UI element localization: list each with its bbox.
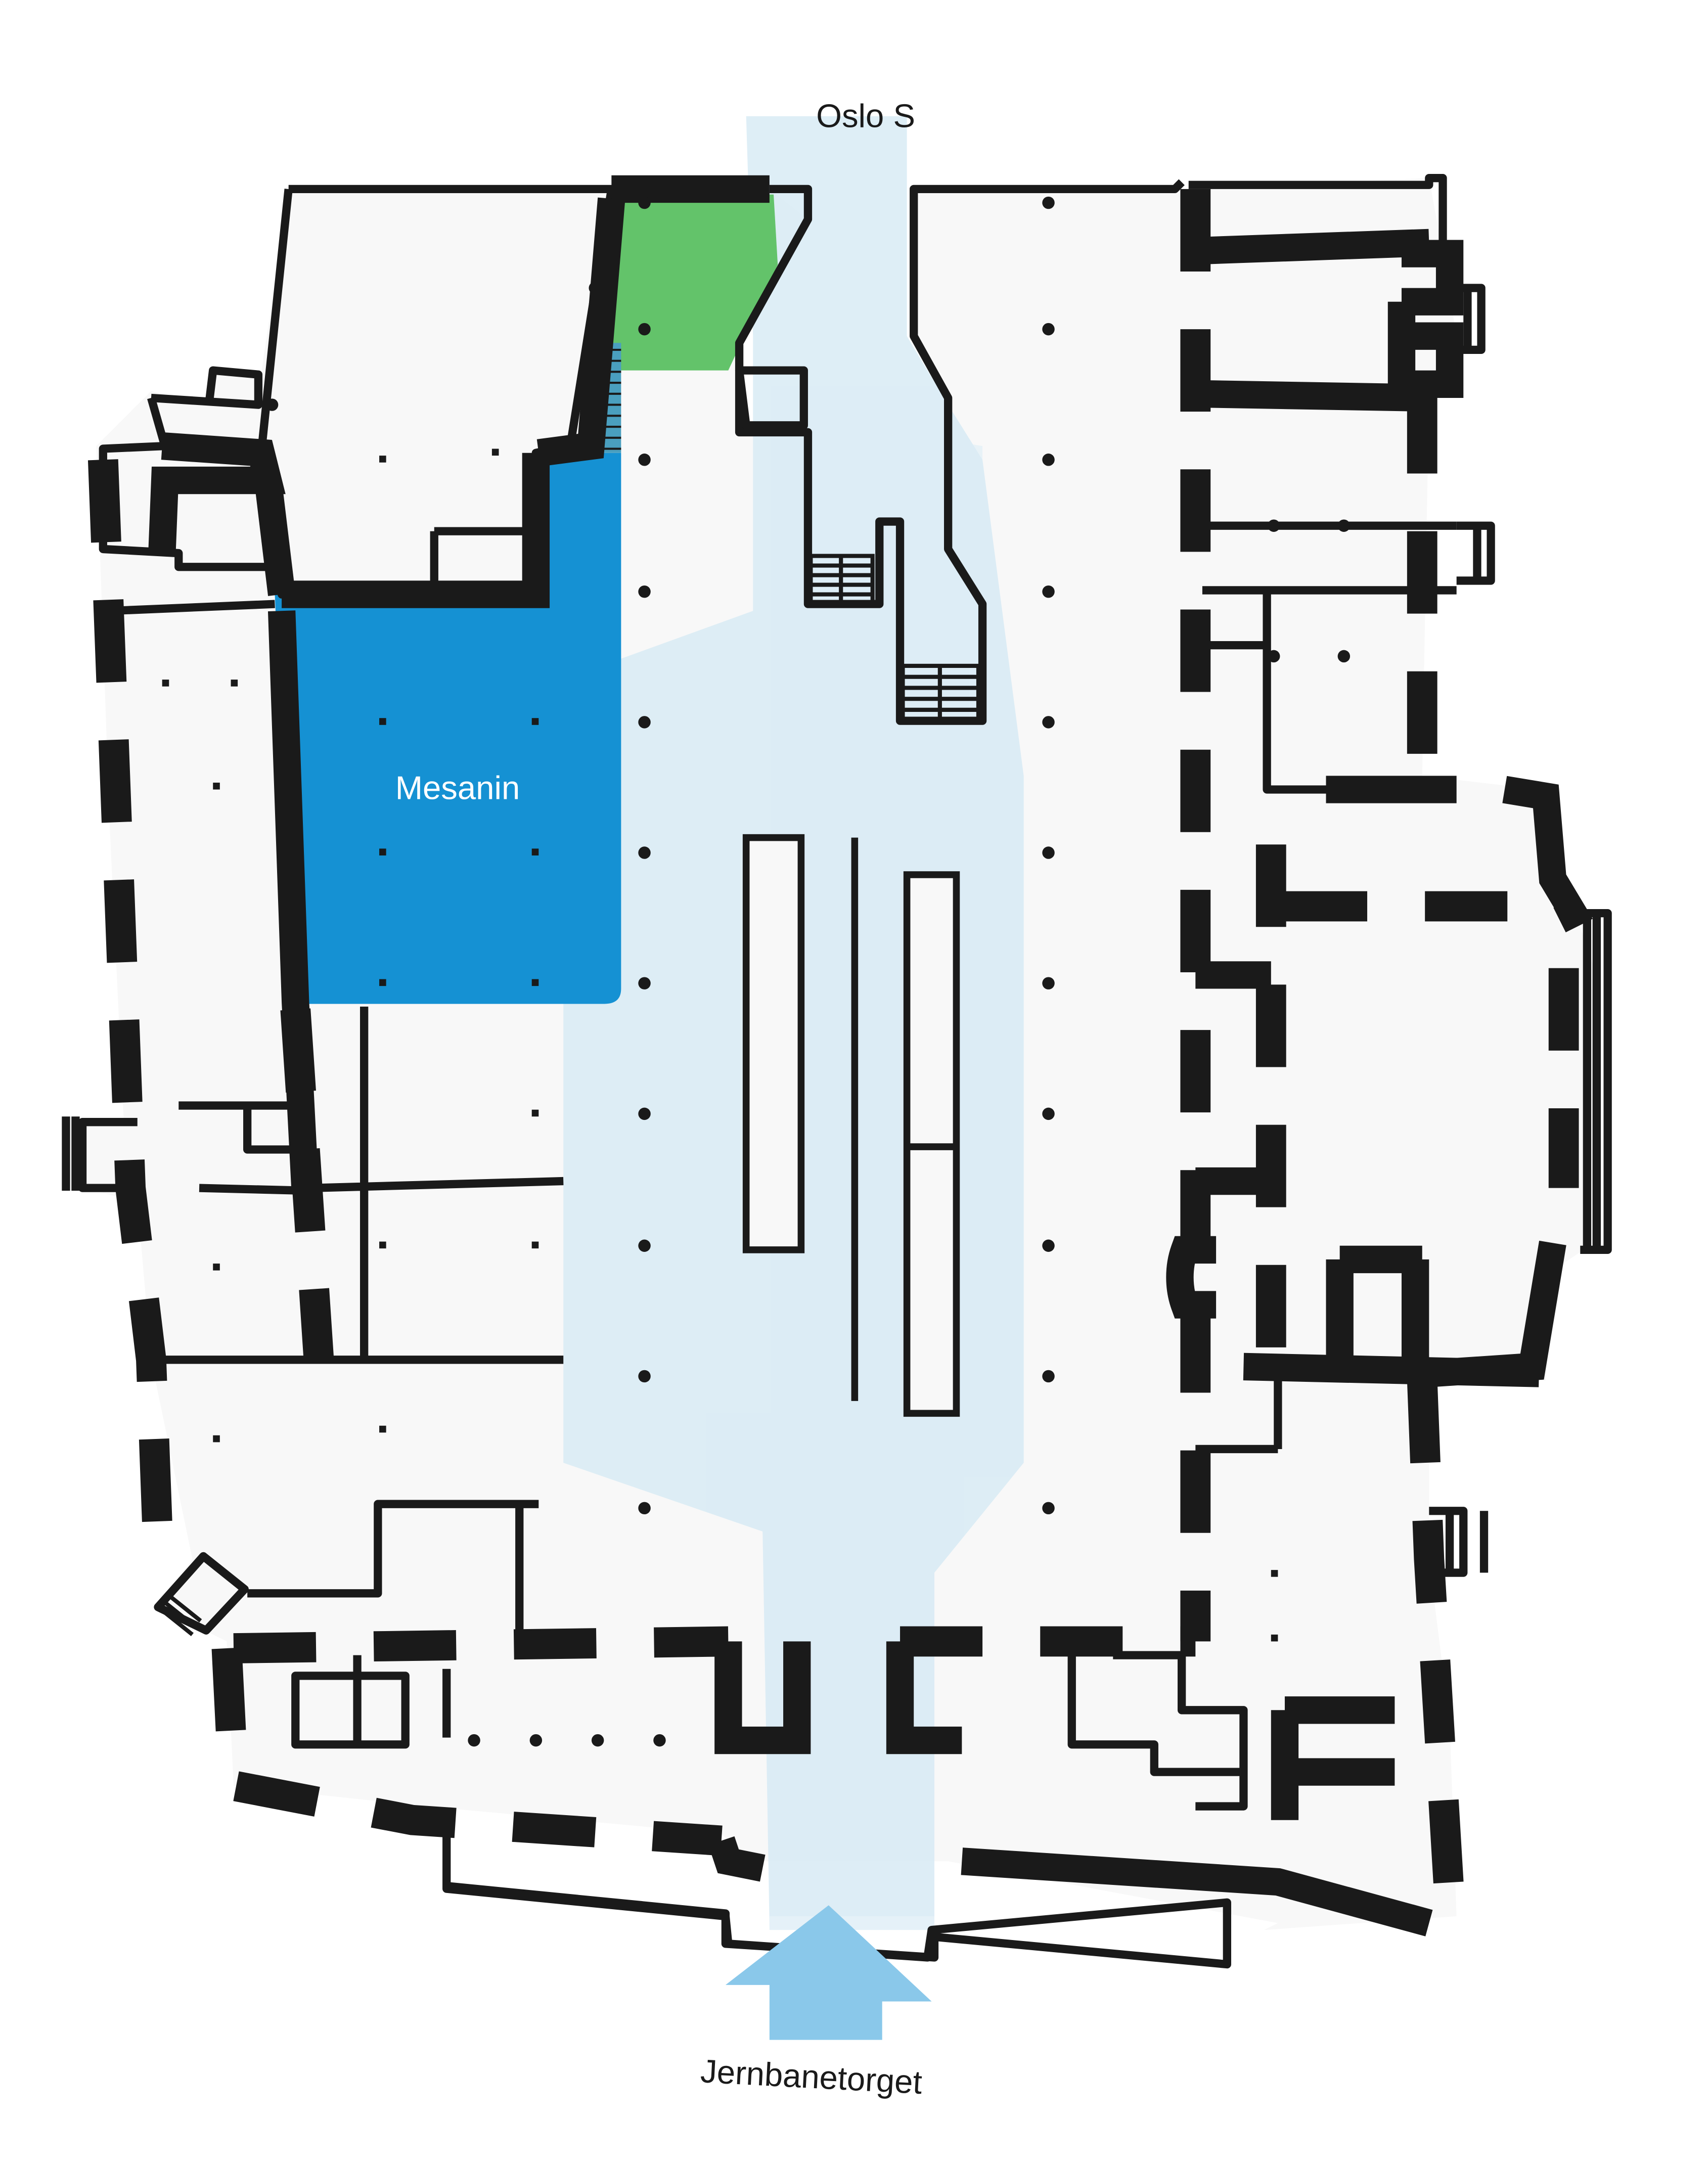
label-mezzanine: Mesanin (395, 770, 520, 806)
label-oslo-s: Oslo S (816, 98, 915, 134)
apse-wall (1166, 1236, 1217, 1319)
wall-platform-access (735, 179, 1185, 725)
central-kiosks (742, 834, 960, 1417)
wall-west-outer (87, 459, 173, 1546)
columns (162, 196, 1351, 1747)
entrance-canopy (442, 1817, 1231, 1969)
escalators-lower (901, 663, 981, 723)
walls (62, 174, 1612, 1969)
route-south (762, 1463, 934, 1930)
highlight-zone (598, 194, 778, 371)
up-arrow-icon (725, 1905, 932, 2040)
escalators-upper (808, 554, 875, 606)
kiosk-left (742, 834, 805, 1253)
label-jernbanetorget: Jernbanetorget (700, 2052, 923, 2101)
